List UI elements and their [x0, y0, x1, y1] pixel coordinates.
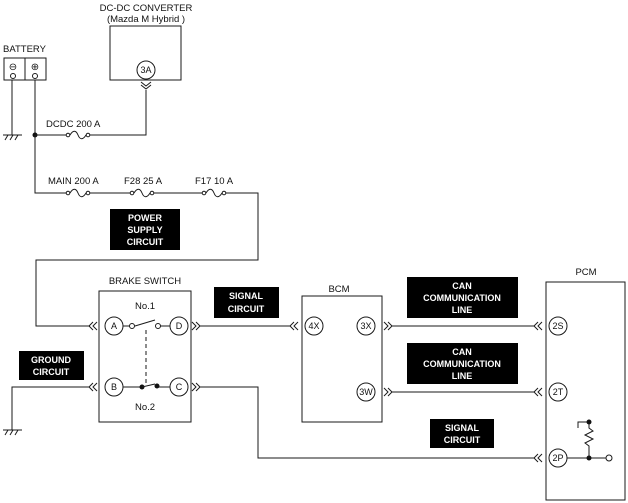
dcdc-feed-wire: [90, 90, 147, 136]
battery-plus-symbol: ⊕: [31, 62, 39, 73]
connector-chevron-2s: [533, 321, 543, 331]
can-tag1-line2: COMMUNICATION: [423, 293, 501, 303]
can-tag1-line1: CAN: [452, 281, 472, 291]
signal-tag2-line1: SIGNAL: [445, 423, 480, 433]
signal-tag2-line2: CIRCUIT: [444, 435, 481, 445]
power-supply-circuit-tag: [110, 209, 180, 250]
ground-icon-switch: [3, 429, 22, 436]
ground-wire: [11, 386, 89, 430]
brake-switch-label: BRAKE SWITCH: [109, 276, 181, 287]
can-tag2-line1: CAN: [452, 347, 472, 357]
ground-tag-line1: GROUND: [31, 355, 71, 365]
connector-chevron-2p: [533, 453, 543, 463]
fuse-icon-f28: [129, 188, 155, 198]
connector-chevron-3a: [140, 81, 152, 90]
can-tag2-line3: LINE: [452, 371, 473, 381]
connector-chevron-3x: [383, 321, 393, 331]
fuse-icon-f17: [201, 188, 227, 198]
terminal-3a-label: 3A: [140, 65, 151, 75]
battery-plus-post: [32, 73, 38, 79]
power-supply-wire: [35, 192, 259, 327]
connector-chevron-2t: [533, 387, 543, 397]
connector-chevron-c: [191, 382, 201, 392]
connector-chevron-3w: [383, 387, 393, 397]
terminal-2p-label: 2P: [552, 453, 563, 463]
f17-fuse-label: F17 10 A: [195, 176, 234, 187]
dcdc-fuse-label: DCDC 200 A: [46, 119, 101, 130]
pcm-input-terminal: [605, 454, 613, 462]
connector-chevron-b: [88, 382, 98, 392]
connector-chevron-a: [88, 321, 98, 331]
pcm-label: PCM: [575, 267, 596, 278]
signal-tag1-line1: SIGNAL: [229, 291, 264, 301]
power-supply-tag-line1: POWER: [128, 213, 163, 223]
terminal-4x-label: 4X: [308, 321, 319, 331]
battery-label: BATTERY: [3, 44, 47, 55]
terminal-3w-circle: [356, 382, 376, 402]
terminal-3x-circle: [356, 316, 376, 336]
can-tag2-line2: COMMUNICATION: [423, 359, 501, 369]
power-supply-tag-line3: CIRCUIT: [127, 237, 164, 247]
terminal-3a-circle: [136, 60, 156, 80]
bcm-label: BCM: [328, 284, 349, 295]
switch-no2-contact: [141, 383, 156, 388]
dcdc-converter-subtitle: (Mazda M Hybrid ): [107, 14, 185, 25]
connector-chevron-4x: [289, 321, 299, 331]
bcm-box: [301, 295, 383, 423]
resistor-icon: [577, 421, 595, 458]
can-tag1-line3: LINE: [452, 305, 473, 315]
can-communication-tag-2: [407, 343, 518, 384]
ground-tag-line2: CIRCUIT: [33, 367, 70, 377]
signal-tag1-line2: CIRCUIT: [228, 304, 265, 314]
switch-no1-label: No.1: [135, 301, 155, 312]
dcdc-converter-title: DC-DC CONVERTER: [100, 3, 193, 14]
switch-no2-label: No.2: [135, 402, 155, 413]
terminal-3x-label: 3X: [360, 321, 371, 331]
terminal-2s-label: 2S: [552, 321, 563, 331]
battery-minus-symbol: ⊖: [9, 62, 17, 73]
connector-chevron-d: [191, 321, 201, 331]
power-supply-tag-line2: SUPPLY: [127, 225, 162, 235]
terminal-d-label: D: [176, 321, 183, 331]
terminal-3w-label: 3W: [359, 387, 373, 397]
signal-wire-c-2p: [200, 386, 534, 459]
battery-minus-post: [10, 73, 16, 79]
brake-switch-box: [98, 290, 192, 423]
ground-circuit-tag: [19, 351, 84, 380]
terminal-2t-circle: [548, 382, 568, 402]
terminal-a-label: A: [111, 321, 117, 331]
terminal-4x-circle: [304, 316, 324, 336]
terminal-2t-label: 2T: [553, 387, 564, 397]
main-fuse-label: MAIN 200 A: [48, 176, 99, 187]
ground-icon-battery: [3, 134, 22, 141]
fuse-icon-dcdc: [65, 130, 91, 140]
switch-no1-contact: [134, 319, 156, 327]
terminal-2s-circle: [548, 316, 568, 336]
fuse-icon-main: [65, 188, 91, 198]
signal-circuit-tag-2: [430, 419, 494, 448]
terminal-c-label: C: [176, 382, 183, 392]
f28-fuse-label: F28 25 A: [124, 176, 163, 187]
terminal-b-label: B: [111, 382, 117, 392]
signal-circuit-tag-1: [214, 287, 279, 318]
can-communication-tag-1: [407, 277, 518, 318]
